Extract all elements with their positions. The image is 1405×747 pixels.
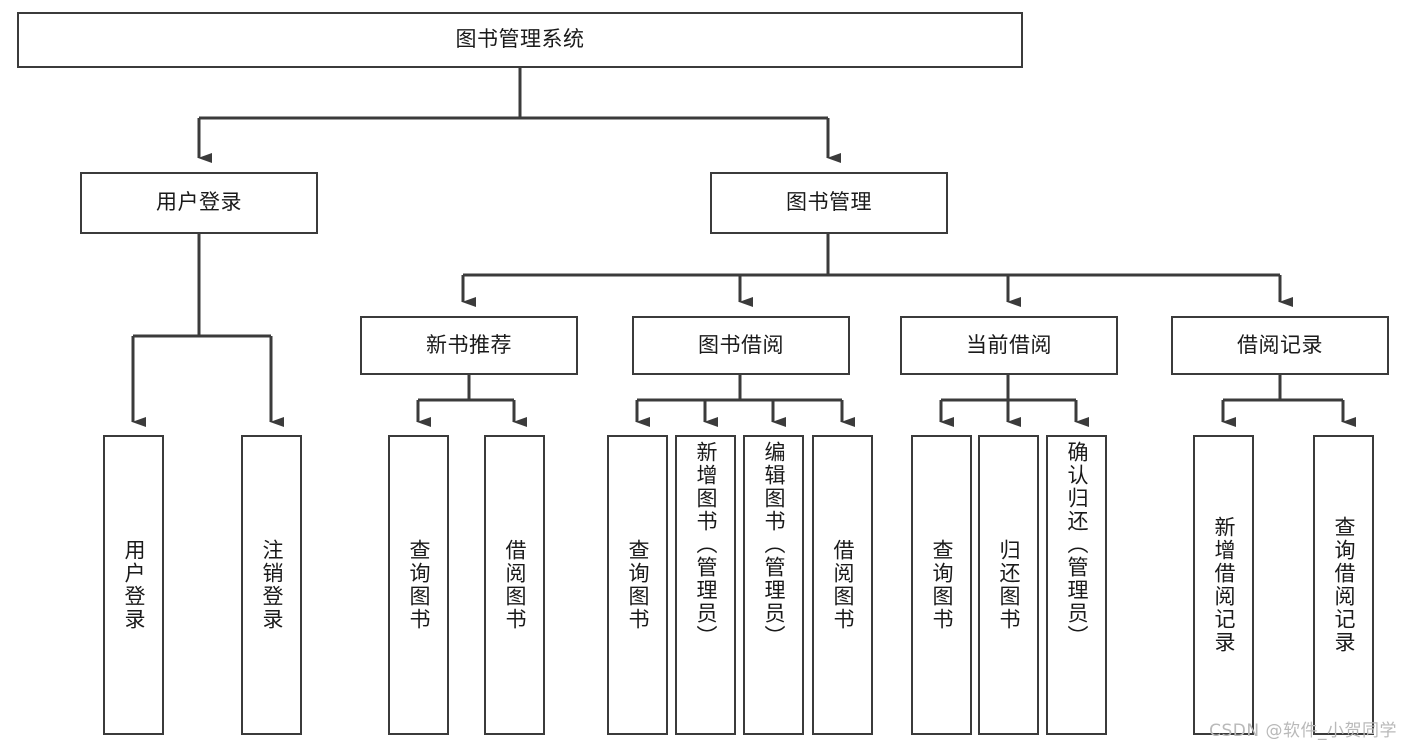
node-user-login-label: 用户登录 bbox=[156, 190, 242, 215]
node-current-borrow[interactable]: 当前借阅 bbox=[900, 316, 1118, 375]
node-leaf-query-book-1-label: 查询图书 bbox=[407, 539, 431, 631]
node-root-label: 图书管理系统 bbox=[455, 27, 585, 52]
node-leaf-logout-login[interactable]: 注销登录 bbox=[241, 435, 302, 735]
node-borrow-record-label: 借阅记录 bbox=[1237, 332, 1323, 357]
node-leaf-query-book-2-label: 查询图书 bbox=[626, 539, 650, 631]
node-leaf-user-login[interactable]: 用户登录 bbox=[103, 435, 164, 735]
node-borrow-record[interactable]: 借阅记录 bbox=[1171, 316, 1389, 375]
node-leaf-query-book-1[interactable]: 查询图书 bbox=[388, 435, 449, 735]
node-book-manage-label: 图书管理 bbox=[786, 190, 872, 215]
node-leaf-return-book[interactable]: 归还图书 bbox=[978, 435, 1039, 735]
node-leaf-query-borrow-record[interactable]: 查询借阅记录 bbox=[1313, 435, 1374, 735]
node-leaf-logout-login-label: 注销登录 bbox=[260, 539, 284, 631]
node-book-borrow-label: 图书借阅 bbox=[698, 332, 784, 357]
node-leaf-query-book-3-label: 查询图书 bbox=[930, 539, 954, 631]
node-leaf-edit-book-label: 编辑图书（管理员） bbox=[762, 441, 786, 648]
node-leaf-add-book-label: 新增图书（管理员） bbox=[694, 441, 718, 648]
node-user-login[interactable]: 用户登录 bbox=[80, 172, 318, 234]
node-new-book-recommend-label: 新书推荐 bbox=[426, 332, 512, 357]
node-leaf-user-login-label: 用户登录 bbox=[122, 539, 146, 631]
node-leaf-add-borrow-record[interactable]: 新增借阅记录 bbox=[1193, 435, 1254, 735]
node-new-book-recommend[interactable]: 新书推荐 bbox=[360, 316, 578, 375]
node-leaf-confirm-return[interactable]: 确认归还（管理员） bbox=[1046, 435, 1107, 735]
node-leaf-borrow-book-2[interactable]: 借阅图书 bbox=[812, 435, 873, 735]
node-leaf-query-book-3[interactable]: 查询图书 bbox=[911, 435, 972, 735]
node-leaf-return-book-label: 归还图书 bbox=[997, 539, 1021, 631]
node-leaf-confirm-return-label: 确认归还（管理员） bbox=[1065, 441, 1089, 648]
node-book-borrow[interactable]: 图书借阅 bbox=[632, 316, 850, 375]
node-leaf-query-borrow-record-label: 查询借阅记录 bbox=[1332, 516, 1356, 654]
node-leaf-borrow-book-1-label: 借阅图书 bbox=[503, 539, 527, 631]
node-leaf-edit-book[interactable]: 编辑图书（管理员） bbox=[743, 435, 804, 735]
node-current-borrow-label: 当前借阅 bbox=[966, 332, 1052, 357]
node-leaf-borrow-book-1[interactable]: 借阅图书 bbox=[484, 435, 545, 735]
node-root[interactable]: 图书管理系统 bbox=[17, 12, 1023, 68]
node-leaf-add-borrow-record-label: 新增借阅记录 bbox=[1212, 516, 1236, 654]
node-leaf-add-book[interactable]: 新增图书（管理员） bbox=[675, 435, 736, 735]
node-leaf-query-book-2[interactable]: 查询图书 bbox=[607, 435, 668, 735]
node-leaf-borrow-book-2-label: 借阅图书 bbox=[831, 539, 855, 631]
node-book-manage[interactable]: 图书管理 bbox=[710, 172, 948, 234]
